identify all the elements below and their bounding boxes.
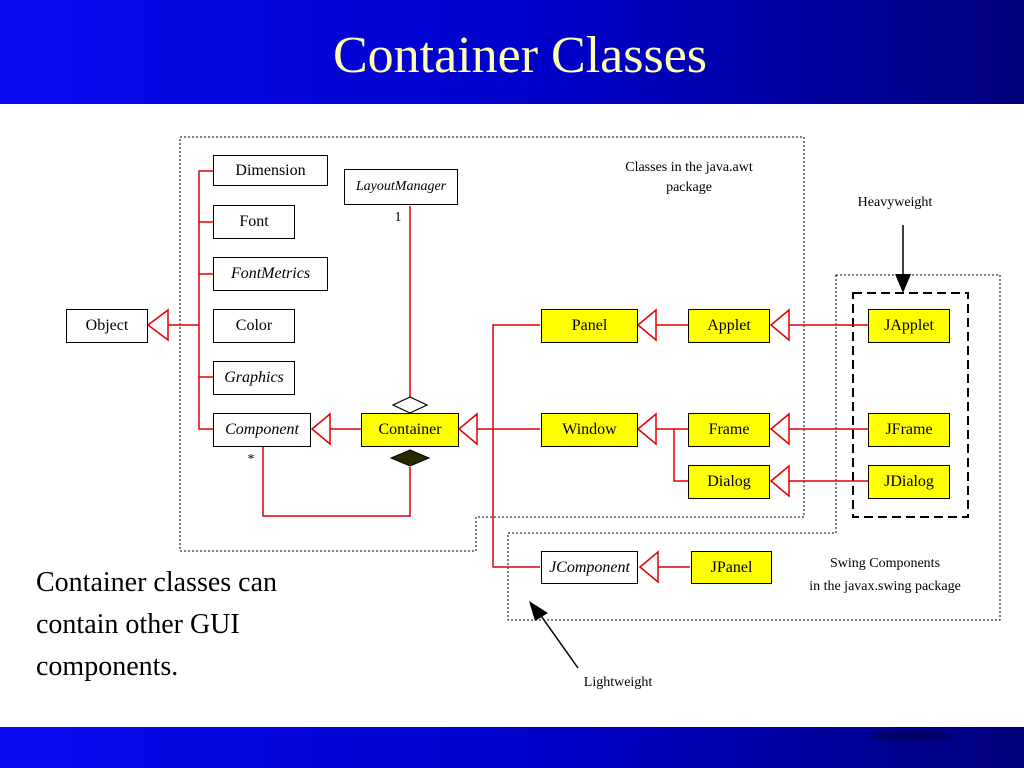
container-inheritance-arrowhead: [457, 412, 478, 446]
node-font: Font: [213, 205, 295, 239]
node-japplet: JApplet: [868, 309, 950, 343]
node-window: Window: [541, 413, 638, 447]
node-color: Color: [213, 309, 295, 343]
swing-package-boundary: [507, 274, 1001, 621]
bottom-bar: [0, 727, 1024, 768]
heavyweight-group-boundary: [852, 292, 969, 518]
node-container: Container: [361, 413, 459, 447]
node-fontmetrics: FontMetrics: [213, 257, 328, 291]
node-applet: Applet: [688, 309, 770, 343]
awt-hierarchy-bracket: [168, 170, 213, 430]
node-graphics: Graphics: [213, 361, 295, 395]
awt-package-boundary: [179, 136, 805, 552]
panel-inheritance-arrowhead: [636, 308, 657, 342]
component-inheritance-arrowhead: [310, 412, 331, 446]
lightweight-label: Lightweight: [583, 675, 653, 690]
node-jdialog: JDialog: [868, 465, 950, 499]
awt-package-label-line2: package: [666, 180, 712, 195]
slide-caption: Container classes can contain other GUI …: [36, 562, 366, 688]
title-bar: [0, 0, 1024, 104]
node-jpanel: JPanel: [691, 551, 772, 584]
multiplicity-layoutmanager: 1: [394, 210, 402, 225]
object-inheritance-arrowhead: [146, 308, 169, 342]
caption-line-1: Container classes can: [36, 567, 278, 598]
multiplicity-component: *: [247, 452, 255, 467]
aggregation-diamond: [391, 396, 429, 414]
node-object: Object: [66, 309, 148, 343]
awt-package-label-line1: Classes in the java.awt: [625, 160, 753, 175]
caption-line-3: components.: [36, 651, 179, 682]
bottom-bar-swoosh: [870, 730, 952, 742]
node-dimension: Dimension: [213, 155, 328, 186]
node-layoutmanager: LayoutManager: [344, 169, 458, 205]
caption-line-2: contain other GUI: [36, 609, 240, 640]
component-composition-line: [262, 447, 411, 517]
jcomponent-inheritance-arrowhead: [638, 550, 659, 584]
swing-package-label-line1: Swing Components: [829, 556, 941, 571]
heavyweight-arrowhead: [895, 274, 911, 293]
heavyweight-label: Heavyweight: [857, 195, 933, 210]
node-dialog: Dialog: [688, 465, 770, 499]
node-component: Component: [213, 413, 311, 447]
panel-jcomponent-trunk: [492, 324, 540, 568]
node-panel: Panel: [541, 309, 638, 343]
frame-dialog-to-window-line: [656, 428, 688, 482]
applet-inheritance-arrowhead: [769, 308, 790, 342]
frame-inheritance-arrowhead: [769, 412, 790, 446]
slide-title: Container Classes: [332, 27, 708, 84]
composition-diamond: [389, 449, 431, 467]
lightweight-arrowhead: [529, 601, 548, 621]
node-jcomponent: JComponent: [541, 551, 638, 584]
node-frame: Frame: [688, 413, 770, 447]
swing-package-label-line2: in the javax.swing package: [809, 579, 961, 594]
lightweight-arrow-line: [538, 612, 579, 669]
node-jframe: JFrame: [868, 413, 950, 447]
window-inheritance-arrowhead: [636, 412, 657, 446]
dialog-inheritance-arrowhead: [769, 464, 790, 498]
